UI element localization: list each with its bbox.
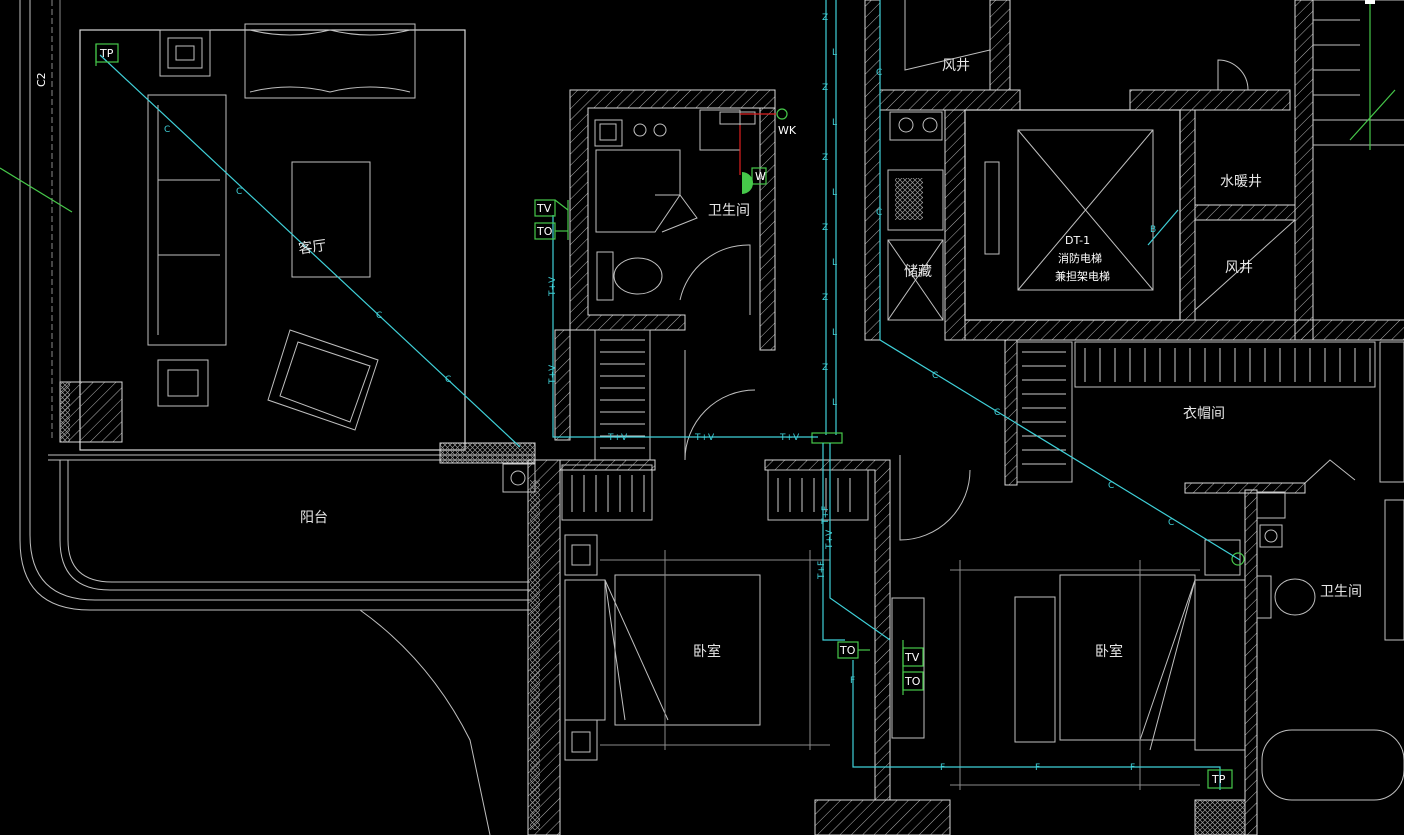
terminal-w-label: W <box>755 170 766 183</box>
riser-pipes <box>811 0 881 444</box>
terminal-tp-top-label: TP <box>99 47 114 60</box>
pipe-label-c: C <box>376 311 382 321</box>
left-bedroom <box>527 459 830 835</box>
pipe-label-c: C <box>1168 518 1174 528</box>
right-bedroom <box>950 489 1404 835</box>
pipe-label-glyphs: C C C C T+V T+V T+V T+V T+V T+F T+V T+F … <box>164 13 1174 773</box>
pipe-label-c: C <box>876 208 882 218</box>
pipe-label-l: L <box>832 48 837 58</box>
pipe-label-c: C <box>932 371 938 381</box>
pipe-label-f: F <box>850 676 855 686</box>
terminal-tv-right-label: TV <box>904 651 920 664</box>
pipe-label-f: F <box>1035 763 1040 773</box>
terminal-tp-bottom: TP <box>1207 769 1233 789</box>
pipe-label-l: L <box>832 118 837 128</box>
elevator-id: DT-1 <box>1065 234 1090 247</box>
room-label-bedroom-right: 卧室 <box>1095 643 1123 660</box>
pipe-label-tv: T+V <box>779 433 800 443</box>
grid-label-c2: C2 <box>35 72 48 87</box>
room-label-water-heating: 水暖井 <box>1220 174 1262 190</box>
tp-diagonal-run <box>99 54 521 448</box>
w-outlet-icon <box>742 172 753 194</box>
pipe-label-c: C <box>164 125 170 135</box>
terminal-tv-left-label: TV <box>536 202 552 215</box>
terminal-w: W <box>742 167 767 194</box>
terminal-to-right: TO <box>902 671 924 691</box>
room-label-balcony: 阳台 <box>300 510 328 526</box>
f-horizontal-run <box>852 660 1221 790</box>
pipe-label-c: C <box>994 408 1000 418</box>
outer-boundary <box>0 0 530 835</box>
pipe-label-z: Z <box>822 153 828 163</box>
wardrobe-left <box>554 329 756 461</box>
room-label-bedroom-left: 卧室 <box>693 643 721 660</box>
pipe-label-tv: T+V <box>825 529 835 550</box>
room-label-bathroom-right: 卫生间 <box>1320 584 1362 600</box>
terminal-to-left-label: TO <box>536 225 553 238</box>
terminal-wk: WK <box>778 124 797 137</box>
room-label-living: 客厅 <box>297 237 327 258</box>
pipe-label-tv: T+V <box>548 364 558 385</box>
c-diagonal-run <box>879 339 1241 561</box>
pipe-label-b: B <box>1150 225 1156 235</box>
pipe-label-l: L <box>832 328 837 338</box>
pipe-label-z: Z <box>822 363 828 373</box>
terminal-outlets: TP TV TO TO TV TO TP <box>95 43 1233 789</box>
pipe-routes <box>99 54 1241 790</box>
terminal-to-left: TO <box>534 200 569 240</box>
terminal-tp-top: TP <box>95 43 119 66</box>
pipe-label-z: Z <box>822 83 828 93</box>
room-labels: 客厅 阳台 卫生间 卧室 卧室 风井 风井 水暖井 储藏 衣帽间 卫生间 DT-… <box>35 58 1362 660</box>
pipe-label-c: C <box>876 68 882 78</box>
pipe-label-l: L <box>832 258 837 268</box>
central-walls <box>764 455 971 835</box>
terminal-to-mid-label: TO <box>839 644 856 657</box>
pipe-label-l: L <box>832 188 837 198</box>
room-label-wind-shaft-top: 风井 <box>942 58 970 74</box>
pipe-label-z: Z <box>822 293 828 303</box>
tv-branch <box>829 443 891 641</box>
elevator-type-line2: 兼担架电梯 <box>1055 269 1110 283</box>
terminal-to-mid: TO <box>837 641 870 659</box>
cloakroom <box>1004 339 1404 494</box>
living-room-furniture <box>48 23 536 493</box>
terminal-tv-left: TV <box>534 199 569 217</box>
pipe-label-z: Z <box>822 13 828 23</box>
pipe-label-c: C <box>445 375 451 385</box>
pipe-label-tv: T+V <box>548 276 558 297</box>
room-label-storage: 储藏 <box>904 264 932 280</box>
pipe-label-f: F <box>940 763 945 773</box>
terminal-tp-bottom-label: TP <box>1211 773 1226 786</box>
core-area <box>864 0 1404 341</box>
pipe-label-f: F <box>1130 763 1135 773</box>
room-label-cloakroom: 衣帽间 <box>1183 406 1225 422</box>
terminal-wk-label: WK <box>778 124 797 137</box>
pipe-label-l: L <box>832 398 837 408</box>
elevator-type-line1: 消防电梯 <box>1058 251 1102 265</box>
room-label-bathroom-top: 卫生间 <box>708 203 750 219</box>
top-bathroom <box>569 89 788 351</box>
terminal-to-right-label: TO <box>904 675 921 688</box>
tf-vertical-run <box>822 443 845 641</box>
pipe-label-tv: T+V <box>694 433 715 443</box>
pipe-label-tf: T+F <box>817 561 827 580</box>
room-label-wind-shaft-right: 风井 <box>1225 260 1253 276</box>
tv-horizontal-run <box>552 215 818 438</box>
pipe-label-c: C <box>1108 481 1114 491</box>
pipe-label-tv: T+V <box>607 433 628 443</box>
pipe-label-z: Z <box>822 223 828 233</box>
pipe-label-c: C <box>236 187 242 197</box>
pipe-label-tf: T+F <box>821 506 831 525</box>
